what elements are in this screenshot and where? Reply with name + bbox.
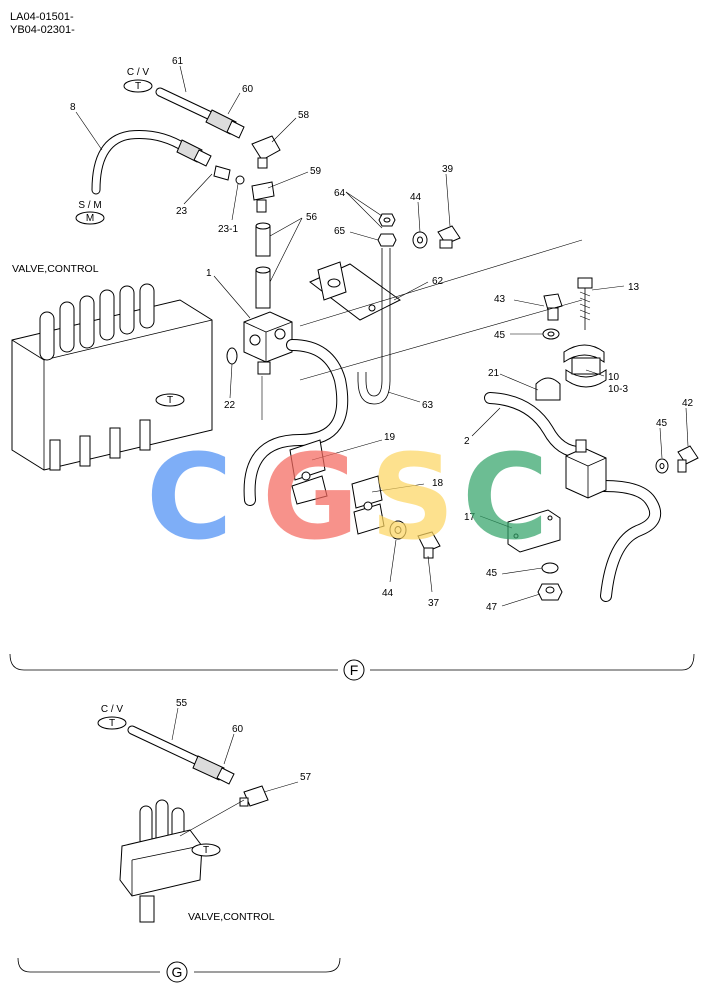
control-valve-f: T VALVE,CONTROL — [11, 263, 213, 471]
section-label-f: F — [350, 662, 359, 678]
watermark-letter-c2: C — [462, 428, 549, 566]
callout-47: 47 — [486, 602, 498, 613]
leaders-g — [171, 707, 299, 793]
callouts-g: 55 60 57 — [176, 698, 312, 783]
callout-61: 61 — [172, 56, 184, 67]
svg-text:T: T — [135, 81, 141, 92]
pipe-2 — [484, 392, 662, 602]
hose-55 — [127, 725, 235, 785]
callout-60-g: 60 — [232, 724, 244, 735]
section-f: C / V T S / M M — [9, 56, 699, 681]
bolt-39 — [437, 225, 461, 249]
section-g: C / V T T VALVE,CONTROL — [17, 698, 341, 983]
section-g-brace: G — [17, 957, 341, 983]
washer-45-right — [655, 458, 669, 474]
svg-text:C / V: C / V — [101, 704, 124, 715]
callout-23: 23 — [176, 206, 188, 217]
callout-45-upper: 45 — [494, 330, 506, 341]
watermark-letter-c1: C — [146, 428, 233, 566]
tag-sm-f: S / M M — [75, 200, 105, 225]
bracket-62 — [309, 261, 401, 321]
callout-37: 37 — [428, 598, 440, 609]
callout-59: 59 — [310, 166, 322, 177]
control-valve-g: T — [119, 799, 245, 923]
washer-44-upper — [412, 231, 428, 249]
tag-cv-g: C / V T — [97, 704, 127, 730]
main-pipe — [243, 339, 349, 506]
valve-caption-f: VALVE,CONTROL — [12, 263, 99, 275]
fitting-23 — [213, 165, 245, 185]
callout-55: 55 — [176, 698, 188, 709]
callout-23-1: 23-1 — [218, 224, 238, 235]
block-1 — [243, 311, 293, 375]
callout-45-right: 45 — [656, 418, 668, 429]
washer-44-lower — [389, 520, 407, 540]
leaders-f — [75, 65, 689, 607]
bracket-17 — [507, 509, 561, 553]
callout-10: 10 — [608, 372, 620, 383]
ubolt-63 — [357, 248, 391, 405]
svg-text:M: M — [86, 213, 94, 224]
callout-1: 1 — [206, 268, 212, 279]
watermark-letter-g: G — [262, 428, 359, 566]
bolt-43 — [543, 293, 563, 321]
svg-text:T: T — [203, 845, 209, 856]
washer-45-upper — [542, 328, 560, 340]
adapter-59 — [251, 181, 275, 213]
nut-47 — [537, 583, 563, 601]
callout-65: 65 — [334, 226, 346, 237]
callout-17: 17 — [464, 512, 476, 523]
callout-57: 57 — [300, 772, 312, 783]
callout-18: 18 — [432, 478, 444, 489]
callout-2: 2 — [464, 436, 470, 447]
nut-65 — [377, 233, 397, 247]
bolt-42 — [677, 445, 699, 473]
clamp-21 — [535, 377, 561, 401]
callout-58: 58 — [298, 110, 310, 121]
callout-22: 22 — [224, 400, 236, 411]
serial-range-2: YB04-02301- — [10, 24, 75, 36]
callout-44-lower: 44 — [382, 588, 394, 599]
valve-caption-g: VALVE,CONTROL — [188, 911, 275, 923]
nut-64 — [378, 213, 396, 227]
elbow-58 — [251, 135, 281, 169]
callout-43: 43 — [494, 294, 506, 305]
callout-44-upper: 44 — [410, 192, 422, 203]
hose-8 — [91, 130, 212, 195]
clamp-19 — [289, 439, 328, 505]
callout-13: 13 — [628, 282, 640, 293]
svg-text:S / M: S / M — [78, 200, 101, 211]
clamp-10 — [563, 344, 607, 388]
svg-text:C / V: C / V — [127, 67, 150, 78]
callout-10-3: 10-3 — [608, 384, 628, 395]
callout-62: 62 — [432, 276, 444, 287]
clamp-18 — [351, 475, 385, 535]
callout-60: 60 — [242, 84, 254, 95]
callout-21: 21 — [488, 368, 500, 379]
callout-8: 8 — [70, 102, 76, 113]
watermark-cgsc: C G S C — [146, 428, 549, 566]
oring-22 — [226, 347, 238, 365]
callout-64: 64 — [334, 188, 346, 199]
svg-text:T: T — [167, 395, 173, 406]
callouts-f: 61 60 8 58 59 23 23-1 56 64 65 44 39 62 … — [70, 56, 694, 613]
section-f-brace: F — [9, 653, 695, 681]
svg-text:T: T — [109, 718, 115, 729]
callout-56: 56 — [306, 212, 318, 223]
pipe-56 — [255, 222, 271, 309]
tag-cv-f: C / V T — [123, 67, 153, 93]
callout-39: 39 — [442, 164, 454, 175]
callout-45-lower: 45 — [486, 568, 498, 579]
section-label-g: G — [172, 964, 183, 980]
bolt-13 — [577, 277, 593, 330]
callout-19: 19 — [384, 432, 396, 443]
callout-63: 63 — [422, 400, 434, 411]
elbow-57 — [239, 785, 269, 807]
callout-42: 42 — [682, 398, 694, 409]
serial-range-1: LA04-01501- — [10, 11, 74, 23]
watermark-letter-s: S — [370, 428, 455, 566]
hose-61 — [155, 87, 245, 139]
